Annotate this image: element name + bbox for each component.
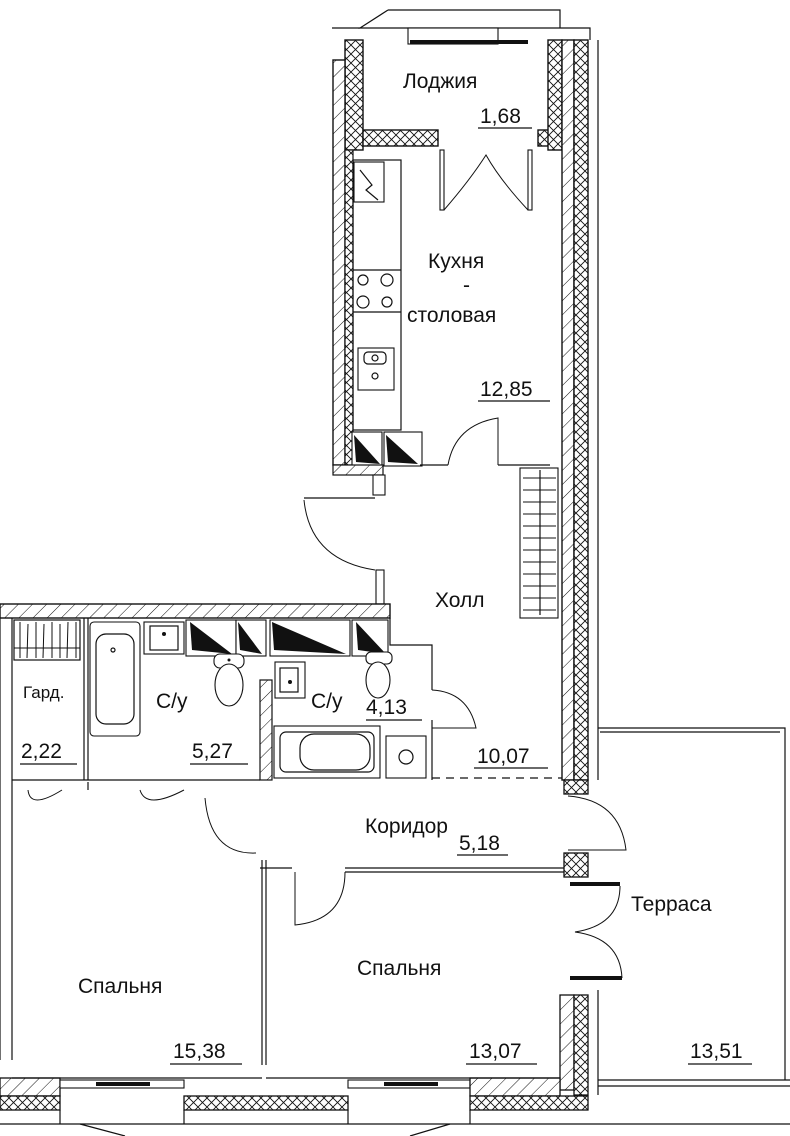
wardrobe-rack xyxy=(13,619,81,661)
room-name-line2: - xyxy=(463,274,470,297)
bathroom1-fixtures xyxy=(89,619,267,737)
right-exterior-wall xyxy=(561,39,599,781)
terrace-doors[interactable] xyxy=(567,795,627,980)
kitchen-door[interactable] xyxy=(420,417,550,466)
room-bathroom2: С/у 4,13 xyxy=(311,690,422,721)
corridor-walls xyxy=(12,779,589,1065)
bathroom2-door[interactable] xyxy=(431,689,477,729)
room-kitchen: Кухня - столовая 12,85 xyxy=(407,250,550,402)
room-area: 13,07 xyxy=(469,1040,522,1063)
room-name: С/у xyxy=(311,690,343,713)
loggia-structure xyxy=(332,9,591,151)
room-area: 13,51 xyxy=(690,1040,743,1063)
room-bedroom1: Спальня 15,38 xyxy=(78,975,242,1065)
hall-left-wall xyxy=(303,464,386,605)
room-bathroom1: С/у 5,27 xyxy=(156,690,248,765)
hall-wardrobe xyxy=(519,467,559,619)
room-hall: Холл 10,07 xyxy=(435,589,548,769)
room-name-line3: столовая xyxy=(407,304,496,327)
room-name: Спальня xyxy=(357,957,441,980)
room-area: 1,68 xyxy=(480,105,521,128)
loggia-door[interactable] xyxy=(439,149,533,211)
room-terrace: Терраса 13,51 xyxy=(631,893,752,1065)
room-name: Лоджия xyxy=(403,70,477,93)
room-area: 12,85 xyxy=(480,378,533,401)
room-name: Коридор xyxy=(365,815,448,838)
room-name: Терраса xyxy=(631,893,712,916)
kitchen-fixtures xyxy=(351,159,423,467)
bathroom2-fixtures xyxy=(269,619,427,779)
room-name: Холл xyxy=(435,589,485,612)
room-wardrobe: Гард. 2,22 xyxy=(20,683,77,765)
bathroom-block-walls xyxy=(0,603,433,1060)
room-area: 5,27 xyxy=(192,740,233,763)
room-area: 2,22 xyxy=(21,740,62,763)
room-area: 15,38 xyxy=(173,1040,226,1063)
terrace-outline xyxy=(597,727,790,1095)
room-area: 10,07 xyxy=(477,745,530,768)
room-name: С/у xyxy=(156,690,188,713)
bedroom2-right-wall xyxy=(559,994,589,1096)
room-loggia: Лоджия 1,68 xyxy=(403,70,532,129)
room-name-line1: Кухня xyxy=(428,250,484,273)
room-name: Спальня xyxy=(78,975,162,998)
room-bedroom2: Спальня 13,07 xyxy=(357,957,537,1065)
room-area: 5,18 xyxy=(459,832,500,855)
bottom-exterior-wall xyxy=(0,1077,790,1136)
room-name: Гард. xyxy=(23,683,64,702)
room-corridor: Коридор 5,18 xyxy=(365,815,508,856)
room-area: 4,13 xyxy=(366,696,407,719)
